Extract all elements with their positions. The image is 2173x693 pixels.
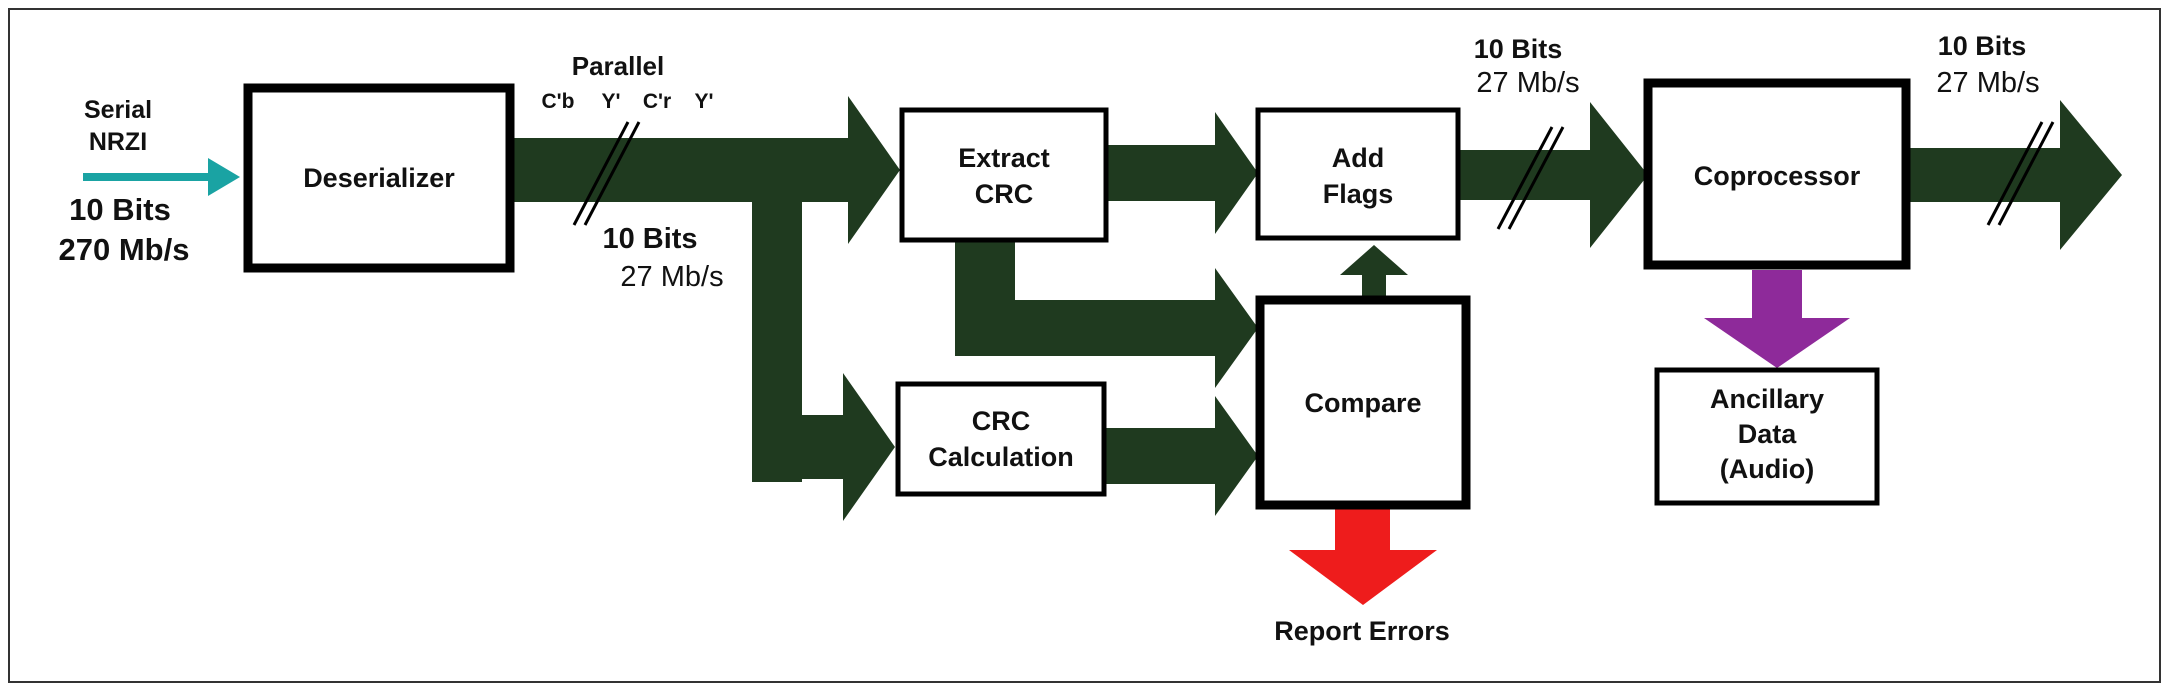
extract-crc-block: Extract CRC xyxy=(899,107,1109,243)
add-flags-label-line2: Flags xyxy=(1323,179,1394,209)
parallel-labels: Parallel C'b Y' C'r Y' 10 Bits 27 Mb/s xyxy=(542,51,724,293)
extract-to-compare-arrow xyxy=(955,268,1258,388)
crc-calc-label-line2: Calculation xyxy=(928,442,1074,472)
compare-label: Compare xyxy=(1304,388,1421,418)
mid-rate-label: 27 Mb/s xyxy=(1476,67,1579,99)
parallel-rate-label: 27 Mb/s xyxy=(620,261,723,293)
mid-bits-label: 10 Bits xyxy=(1474,34,1563,64)
deserializer-label: Deserializer xyxy=(303,163,455,193)
extract-crc-label-line2: CRC xyxy=(975,179,1034,209)
crc-calc-label-line1: CRC xyxy=(972,406,1031,436)
parallel-component-3: C'r xyxy=(643,90,671,113)
add-flags-label-line1: Add xyxy=(1332,143,1384,173)
ancillary-arrow xyxy=(1704,270,1850,368)
extract-to-flags-arrow xyxy=(1105,112,1258,234)
serial-input-arrow xyxy=(83,158,240,196)
flow-arrows xyxy=(505,96,2122,521)
serial-label: Serial xyxy=(84,96,152,124)
crc-calculation-block: CRC Calculation xyxy=(895,381,1107,497)
parallel-bits-label: 10 Bits xyxy=(602,223,697,255)
calc-to-compare-arrow xyxy=(1105,396,1258,516)
nrzi-label: NRZI xyxy=(89,128,147,156)
ancillary-label-line2: Data xyxy=(1738,419,1798,449)
parallel-component-4: Y' xyxy=(694,90,713,113)
ancillary-label-line3: (Audio) xyxy=(1720,454,1814,484)
ancillary-label-line1: Ancillary xyxy=(1710,384,1824,414)
out-rate-label: 27 Mb/s xyxy=(1936,67,2039,99)
input-rate-label: 270 Mb/s xyxy=(59,232,190,267)
add-flags-block: Add Flags xyxy=(1255,107,1461,241)
out-bits-label: 10 Bits xyxy=(1938,31,2027,61)
coprocessor-block: Coprocessor xyxy=(1643,78,1911,270)
output-rate-labels: 10 Bits 27 Mb/s xyxy=(1936,31,2039,99)
bus-slash-marks xyxy=(572,121,2055,230)
extract-crc-label-line1: Extract xyxy=(958,143,1050,173)
deserializer-block: Deserializer xyxy=(243,83,515,273)
ancillary-data-block: Ancillary Data (Audio) xyxy=(1654,367,1880,506)
parallel-component-2: Y' xyxy=(601,90,620,113)
main-bus-arrow xyxy=(505,96,900,244)
crc-calc-input-arrow xyxy=(752,373,895,521)
report-errors-arrow xyxy=(1289,505,1437,605)
input-labels: Serial NRZI 10 Bits 270 Mb/s xyxy=(59,96,190,267)
coprocessor-label: Coprocessor xyxy=(1694,161,1861,191)
compare-block: Compare xyxy=(1255,295,1471,510)
parallel-title: Parallel xyxy=(572,51,665,81)
input-bits-label: 10 Bits xyxy=(69,192,171,227)
flags-to-coproc-arrow xyxy=(1458,102,1648,248)
mid-rate-labels: 10 Bits 27 Mb/s xyxy=(1474,34,1580,99)
parallel-component-1: C'b xyxy=(542,90,575,113)
compare-to-flags-arrow xyxy=(1340,245,1408,300)
report-errors-label: Report Errors xyxy=(1274,616,1450,646)
